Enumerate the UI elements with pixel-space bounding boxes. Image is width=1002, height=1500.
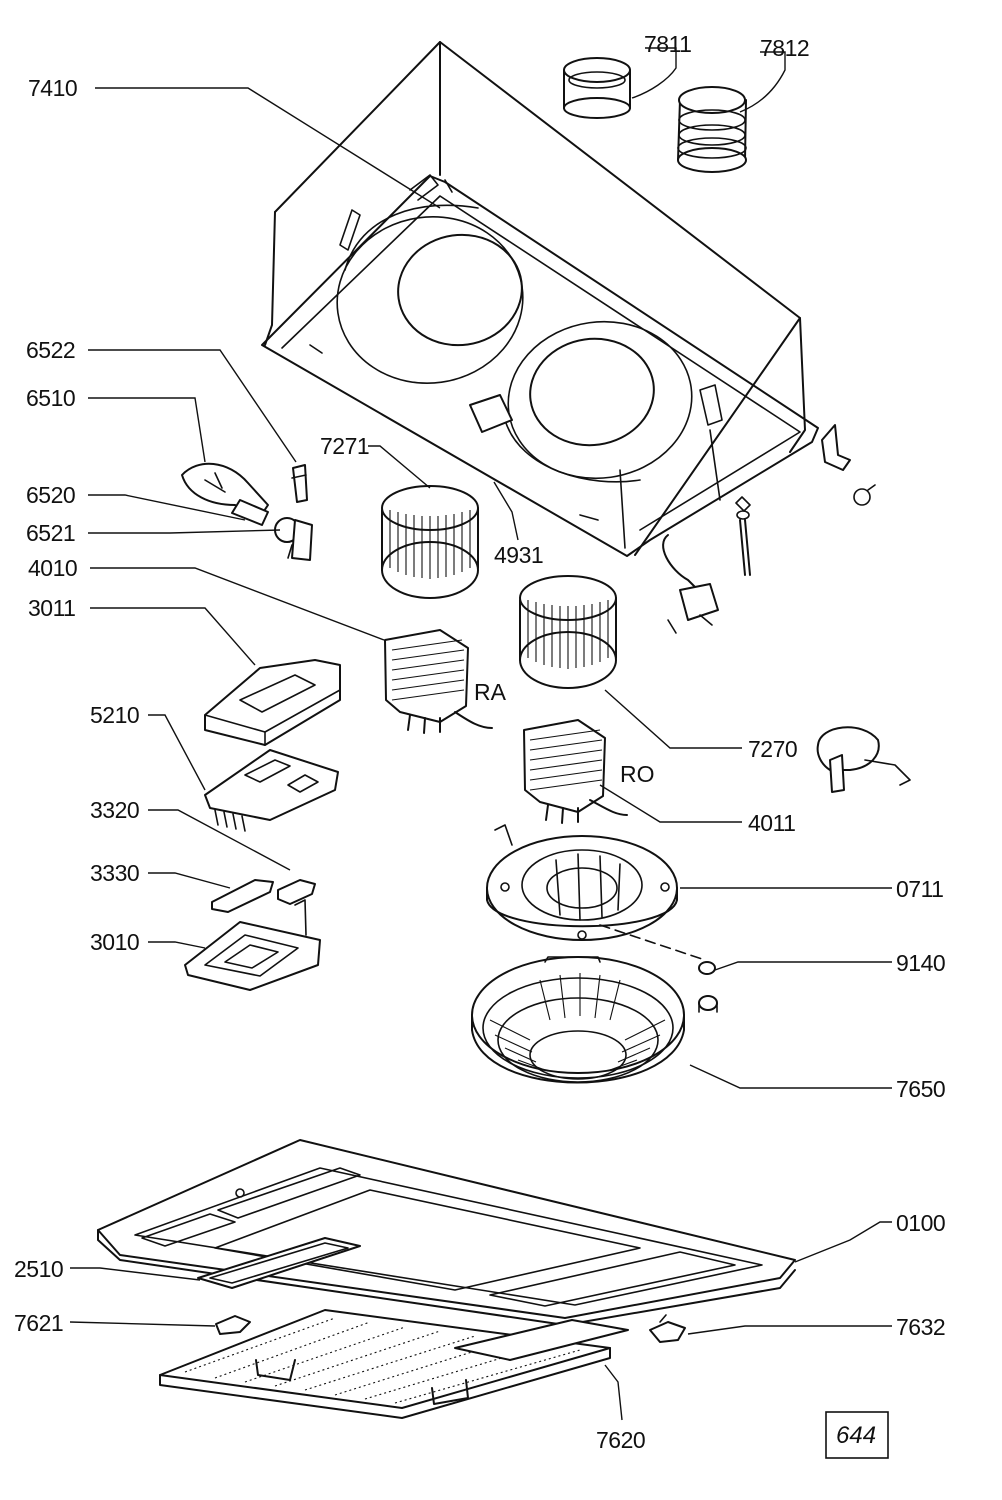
motor-tag-left: RA [474, 679, 507, 705]
button-3330 [211, 879, 274, 913]
label-4010: 4010 [28, 555, 77, 581]
clip-6522 [291, 464, 308, 503]
collar-7812 [677, 86, 747, 173]
label-6510: 6510 [26, 385, 75, 411]
housing-7410 [261, 41, 819, 557]
label-6521: 6521 [26, 520, 75, 546]
label-7632: 7632 [896, 1314, 945, 1340]
fan-wheel-7270 [519, 575, 617, 689]
label-4011: 4011 [748, 810, 795, 836]
label-0711: 0711 [896, 876, 943, 902]
label-7271: 7271 [320, 433, 369, 459]
label-7650: 7650 [896, 1076, 945, 1102]
label-4931: 4931 [494, 542, 543, 568]
diffuser-7650 [471, 956, 685, 1084]
label-7812: 7812 [760, 35, 809, 61]
clip-7632 [649, 1314, 686, 1343]
cover-3011 [204, 659, 341, 746]
filter-7620 [159, 1309, 629, 1419]
label-9140: 9140 [896, 950, 945, 976]
base-3010 [184, 899, 321, 991]
thermal-part [816, 726, 911, 793]
label-7811: 7811 [644, 31, 691, 57]
label-7410: 7410 [28, 75, 77, 101]
motor-4010 [384, 629, 493, 734]
label-7270: 7270 [748, 736, 797, 762]
frame-0100 [97, 1139, 796, 1326]
clip-7621 [215, 1315, 251, 1335]
lamp-6510 [181, 462, 269, 526]
label-3011: 3011 [28, 595, 75, 621]
nut-9140 [698, 961, 718, 1013]
part-number-labels: 7410 7811 7812 6522 6510 7271 6520 6521 … [14, 31, 946, 1453]
fan-wheel-7271 [381, 485, 479, 599]
label-6522: 6522 [26, 337, 75, 363]
lampholder-6521 [274, 517, 313, 561]
label-7621: 7621 [14, 1310, 63, 1336]
collar-7811 [563, 57, 631, 119]
pcb-5210 [204, 749, 339, 832]
page-number-box: 644 [825, 1411, 889, 1459]
bracket-right [821, 424, 876, 506]
label-2510: 2510 [14, 1256, 63, 1282]
motor-tag-right: RO [620, 761, 655, 787]
label-3010: 3010 [90, 929, 139, 955]
screw [735, 496, 751, 576]
leader-lines [69, 47, 892, 1421]
motor-4011 [523, 719, 628, 824]
lamp-ring-0711 [486, 824, 706, 961]
label-5210: 5210 [90, 702, 139, 728]
power-cord [662, 534, 719, 634]
window-2510 [197, 1237, 361, 1289]
label-6520: 6520 [26, 482, 75, 508]
button-3320 [277, 879, 316, 905]
page-number: 644 [836, 1422, 876, 1449]
label-3320: 3320 [90, 797, 139, 823]
label-7620: 7620 [596, 1427, 645, 1453]
label-3330: 3330 [90, 860, 139, 886]
label-0100: 0100 [896, 1210, 945, 1236]
